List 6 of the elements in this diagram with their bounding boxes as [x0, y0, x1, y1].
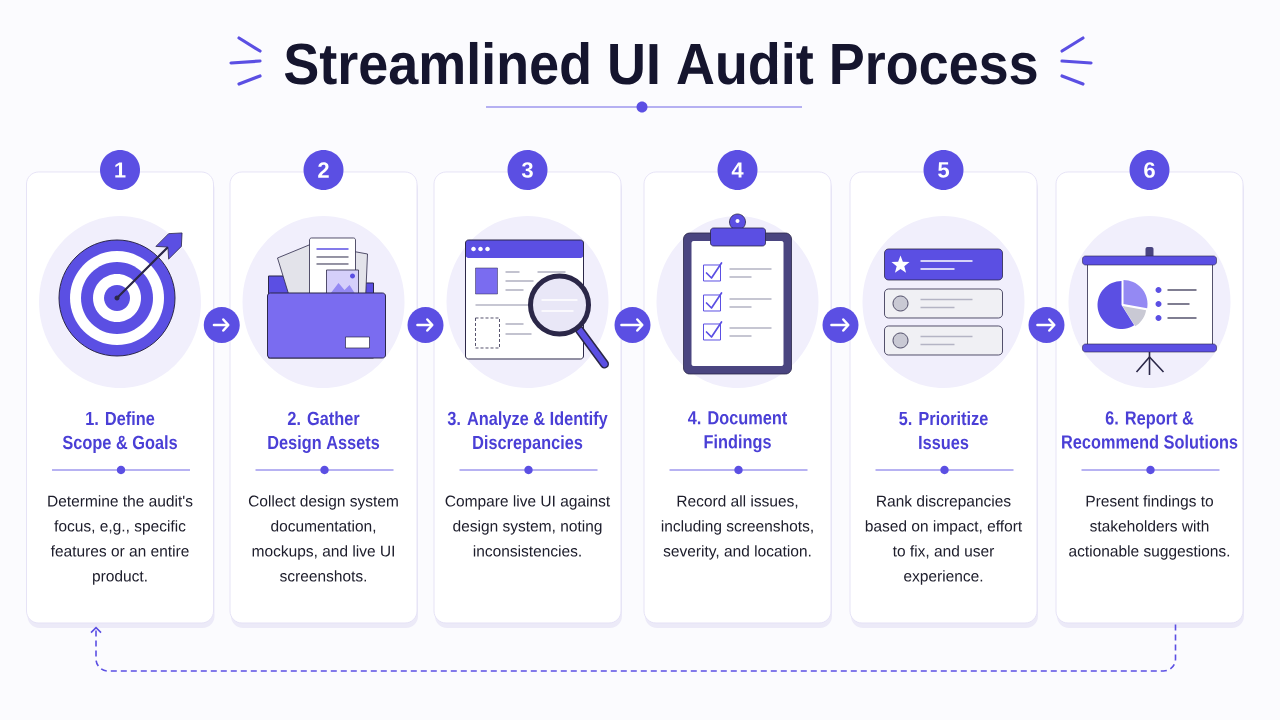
arrow-button: [614, 307, 651, 343]
title: Streamlined UI Audit Process: [284, 41, 1037, 85]
arrow-button: [822, 307, 859, 343]
arrow-button: [1028, 307, 1065, 343]
loop-back-arrow: [90, 623, 1177, 672]
arrow-button: [407, 307, 444, 343]
